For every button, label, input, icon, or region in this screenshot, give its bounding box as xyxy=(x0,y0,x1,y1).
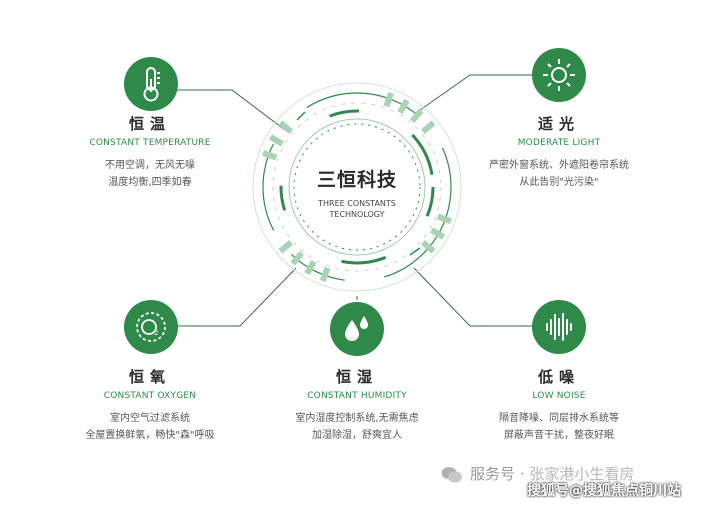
feature-humidity: 恒湿 CONSTANT HUMIDITY 室内湿度控制系统,无需焦虑 加湿除湿，… xyxy=(257,368,457,444)
ring-bar xyxy=(420,239,436,254)
feature-subtitle: CONSTANT TEMPERATURE xyxy=(89,138,211,148)
ring-bar xyxy=(304,259,317,276)
ring-bar xyxy=(278,120,294,135)
thermometer-icon xyxy=(143,67,160,102)
feature-subtitle: LOW NOISE xyxy=(532,391,586,401)
feature-title: 低噪 xyxy=(537,368,580,386)
feature-desc-line2: 温度均衡,四季如春 xyxy=(108,177,192,188)
ring-bar xyxy=(436,213,452,225)
feature-desc-line1: 隔音降噪、同层排水系统等 xyxy=(499,413,619,424)
feature-desc-line2: 全屋置换鲜氧，畅快"森"呼吸 xyxy=(85,430,215,441)
feature-title: 恒氧 xyxy=(128,368,171,386)
feature-oxygen: 恒氧 CONSTANT OXYGEN 室内空气过滤系统 全屋置换鲜氧，畅快"森"… xyxy=(50,368,250,444)
feature-temperature: 恒温 CONSTANT TEMPERATURE 不用空调，无风无噪 温度均衡,四… xyxy=(50,115,250,191)
ring-bar xyxy=(278,239,294,254)
ring-bar xyxy=(290,250,305,266)
feature-light: 适光 MODERATE LIGHT 严密外窗系统、外遮阳卷帘系统 从此告别"光污… xyxy=(459,115,659,191)
oxygen-icon-badge: 2 xyxy=(124,300,178,354)
feature-subtitle: CONSTANT OXYGEN xyxy=(103,391,197,401)
watermark-sohu: 搜狐号@搜狐焦点铜川站 xyxy=(527,483,681,499)
ring-bar xyxy=(319,266,331,282)
feature-title: 恒温 xyxy=(128,115,171,133)
wechat-icon xyxy=(441,467,462,483)
sun-icon xyxy=(543,59,575,91)
ring-bar xyxy=(268,134,285,147)
feature-desc-line1: 不用空调，无风无噪 xyxy=(105,160,195,171)
feature-desc-line1: 室内空气过滤系统 xyxy=(110,413,190,424)
svg-text:2: 2 xyxy=(154,329,158,337)
watermark-account-name: 张家港小生看房 xyxy=(529,465,635,483)
center-title: 三恒科技 xyxy=(316,169,397,191)
center-subtitle: THREE CONSTANTS TECHNOLOGY xyxy=(318,199,396,219)
watermark-prefix: 服务号 · xyxy=(470,465,530,483)
ring-bar xyxy=(262,149,278,161)
feature-noise: 低噪 LOW NOISE 隔音降噪、同层排水系统等 屏蔽声音干扰，整夜好眠 xyxy=(459,368,659,444)
ring-bar xyxy=(409,108,424,124)
feature-subtitle: CONSTANT HUMIDITY xyxy=(307,391,407,401)
feature-title: 恒湿 xyxy=(335,368,378,386)
temperature-icon-badge xyxy=(124,57,178,111)
feature-subtitle: MODERATE LIGHT xyxy=(517,138,601,148)
water-drops-icon xyxy=(345,316,368,341)
feature-desc-line2: 从此告别"光污染" xyxy=(519,177,599,188)
feature-desc-line1: 严密外窗系统、外遮阳卷帘系统 xyxy=(489,160,629,171)
noise-icon-badge xyxy=(532,300,586,354)
sound-wave-icon xyxy=(546,313,572,341)
feature-desc-line2: 屏蔽声音干扰，整夜好眠 xyxy=(504,430,614,441)
ring-bar xyxy=(429,227,446,240)
watermark-service-account: 服务号 · 张家港小生看房 xyxy=(470,463,634,484)
humidity-icon-badge xyxy=(330,302,384,356)
feature-desc-line2: 加湿除湿，舒爽宜人 xyxy=(312,430,402,441)
ring-bar xyxy=(383,92,395,108)
feature-title: 适光 xyxy=(537,115,580,133)
light-icon-badge xyxy=(532,48,586,102)
ring-bar xyxy=(420,120,436,135)
feature-desc-line1: 室内湿度控制系统,无需焦虑 xyxy=(295,413,419,424)
ring-bar xyxy=(397,98,410,115)
oxygen-icon: 2 xyxy=(136,312,166,342)
